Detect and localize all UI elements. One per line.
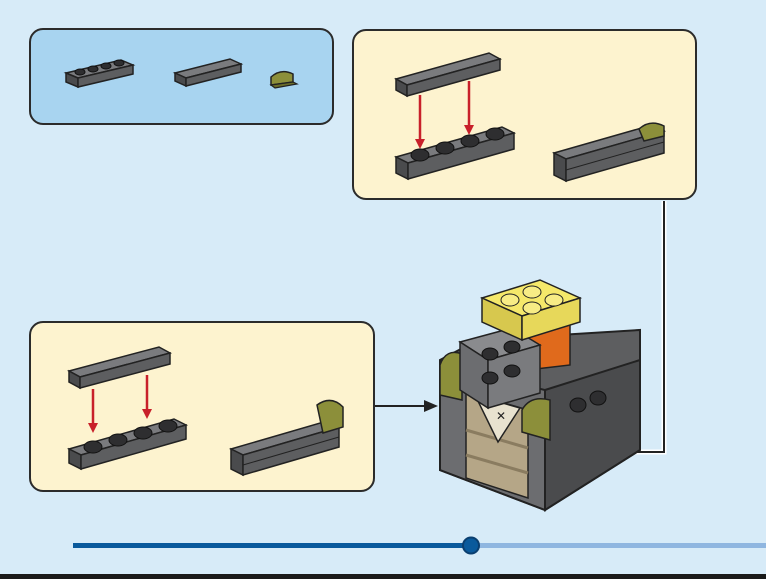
progress-fill (73, 543, 471, 548)
progress-knob[interactable] (463, 538, 479, 554)
page-bottom-bar (0, 574, 766, 579)
